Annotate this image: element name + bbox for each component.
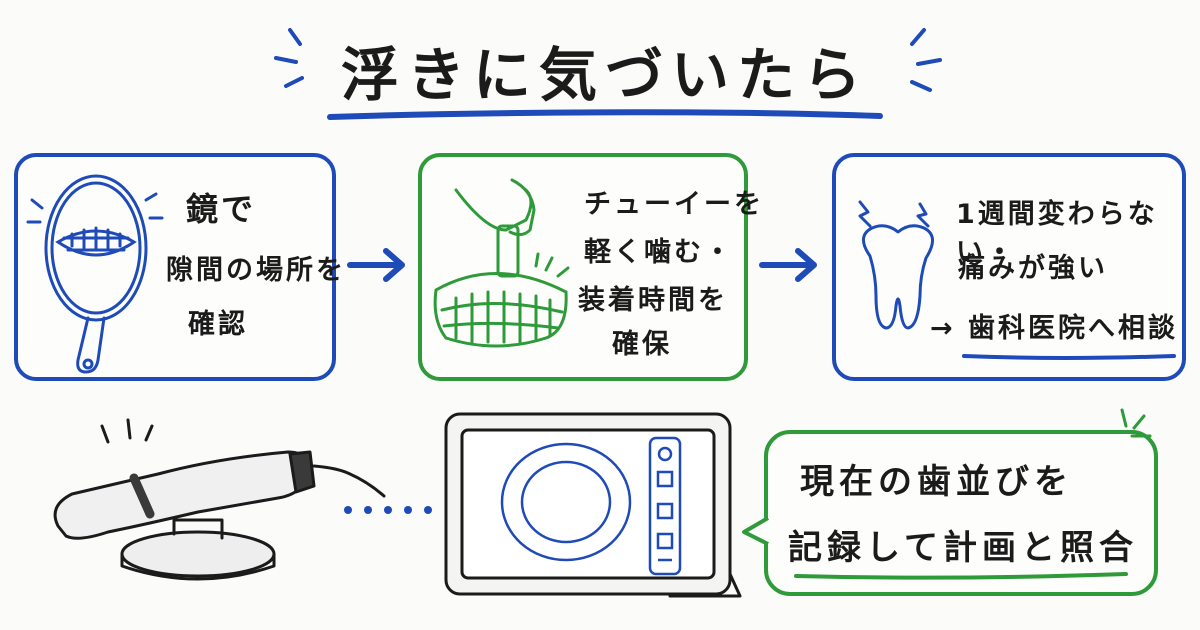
step3-underline [962, 354, 1176, 360]
hand-mirror-icon [26, 174, 164, 374]
sparkle-line [910, 28, 926, 46]
sparkle-line [274, 56, 298, 64]
step3-arrow: → [930, 313, 956, 344]
tooth-pain-icon [858, 200, 934, 330]
step1-line2: 隙間の場所を [166, 255, 346, 286]
step3-line2: 痛みが強い [958, 253, 1108, 284]
title-decoration [274, 28, 942, 120]
sparkle-line [284, 76, 304, 88]
bubble-line1: 現在の歯並びを [800, 462, 1073, 502]
intraoral-scanner-icon [53, 418, 386, 581]
page-title: 浮きに気づいたら [340, 41, 869, 109]
step3-card [832, 153, 1186, 381]
step2-line3: 装着時間を [578, 285, 728, 316]
aligner-chewie-icon [433, 178, 570, 348]
step2-line1: チューイーを [584, 189, 764, 220]
step2-line4: 確保 [612, 329, 672, 360]
sparkle-line [916, 58, 942, 66]
arrow-right-icon [347, 248, 405, 282]
note-bubble [764, 430, 1158, 596]
connector-dots [344, 506, 432, 514]
step3-line1: 1週間変わらない・ [956, 199, 1158, 268]
step1-card [14, 153, 336, 381]
arrow-right-icon [759, 248, 817, 282]
bubble-line2: 記録して計画と照合 [788, 528, 1138, 568]
bubble-sparkles [1120, 408, 1152, 438]
bubble-underline [794, 572, 1128, 580]
step1-line3: 確認 [188, 309, 248, 340]
step2-line2: 軽く噛む・ [584, 237, 734, 268]
step1-line1: 鏡で [186, 190, 257, 228]
bubble-tail [742, 516, 770, 546]
step2-card [418, 153, 748, 381]
step3-line3: 歯科医院へ相談 [968, 313, 1178, 344]
title-underline [327, 109, 883, 120]
sparkle-line [288, 28, 302, 46]
sparkle-line [910, 80, 932, 92]
tablet-icon [444, 412, 742, 598]
